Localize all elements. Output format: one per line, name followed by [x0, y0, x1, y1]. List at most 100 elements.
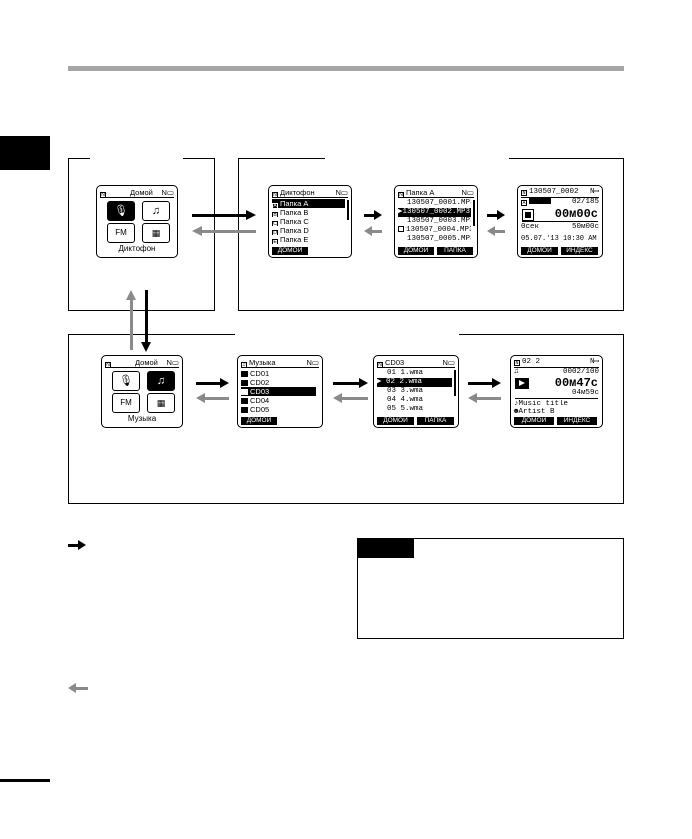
song-title-row: ♪Music title — [514, 400, 569, 408]
scrollbar[interactable] — [347, 200, 349, 220]
counter-row: ♫ 0002/100 — [514, 368, 599, 377]
list-item[interactable]: CD04 — [241, 396, 316, 405]
back-arrow — [372, 230, 382, 233]
folder-softkey[interactable]: ПАПКА — [437, 247, 473, 255]
list-item[interactable]: 05 5.wma — [387, 405, 424, 413]
back-arrow — [495, 230, 505, 233]
legend-forward-arrow-head — [78, 540, 86, 550]
list-item[interactable]: CD03 — [241, 387, 316, 396]
file-counter: 02/185 — [571, 198, 599, 206]
calendar-icon[interactable]: ▦ — [147, 393, 175, 413]
index-softkey[interactable]: ИНДЕКС — [557, 417, 597, 425]
microphone-icon[interactable]: 🎙 — [112, 371, 140, 391]
list-item[interactable]: 130507_0003.MP3 — [407, 217, 471, 225]
battery-icon: N▭ — [306, 358, 319, 367]
fm-icon[interactable]: FM — [112, 393, 140, 413]
list-item[interactable]: 130507_0001.MP3 — [407, 199, 471, 207]
home-softkey[interactable]: ДОМОЙ — [241, 417, 277, 425]
back-arrow — [342, 397, 368, 400]
back-arrow — [205, 397, 229, 400]
home-screen-music: N Домой N▭ 🎙 ♫ FM ▦ Музыка — [101, 355, 183, 428]
n-icon: N — [100, 192, 106, 198]
fm-icon[interactable]: FM — [107, 223, 135, 243]
elapsed-time: 00м00с — [554, 207, 598, 221]
battery-icon: N▭ — [335, 188, 348, 197]
scrollbar[interactable] — [454, 370, 456, 396]
music-icon[interactable]: ♫ — [142, 201, 170, 221]
scrollbar[interactable] — [473, 200, 475, 226]
list-item[interactable]: ▶130507_0002.MP3 — [398, 208, 471, 217]
home-softkey[interactable]: ДОМОЙ — [521, 247, 558, 255]
up-arrow — [130, 298, 133, 350]
list-item[interactable]: ▶ 02 2.wma — [377, 378, 452, 387]
n-icon: N — [377, 362, 383, 368]
screen-title: Диктофон — [280, 188, 315, 197]
list-item[interactable]: CD01 — [241, 369, 316, 378]
microphone-icon[interactable]: 🎙 — [107, 201, 135, 221]
list-item[interactable]: 130507_0004.MP3 — [398, 226, 471, 235]
top-rule — [68, 66, 624, 71]
note-box — [357, 538, 624, 639]
music-icon[interactable]: ♫ — [147, 371, 175, 391]
artist-row: ☻Artist B — [514, 408, 555, 416]
elapsed-time: 00м47с — [554, 376, 598, 390]
forward-arrow-head — [220, 378, 229, 388]
home-caption: Музыка — [127, 414, 157, 423]
list-item[interactable]: 130507_0005.MP3 — [407, 235, 471, 243]
screen-title: Папка A — [406, 188, 435, 197]
forward-arrow — [333, 382, 359, 385]
n-icon: N — [514, 360, 520, 366]
list-item[interactable]: CD02 — [241, 378, 316, 387]
song-icon: ♪ — [514, 400, 519, 408]
recording-date: 05.07.'13 10:30 AM — [521, 235, 597, 243]
home-title: Домой — [130, 188, 153, 197]
file-title: 130507_0002 — [529, 188, 579, 196]
list-item[interactable]: 04 4.wma — [387, 396, 424, 404]
list-item[interactable]: 03 3.wma — [387, 387, 424, 395]
forward-arrow-head — [359, 378, 368, 388]
list-item[interactable]: CD05 — [241, 405, 316, 414]
legend-back-arrow-head — [68, 683, 76, 693]
down-arrow-head — [141, 342, 151, 352]
list-item[interactable]: 01 1.wma — [387, 369, 424, 377]
index-softkey[interactable]: ИНДЕКС — [561, 247, 598, 255]
home-softkey[interactable]: ДОМОЙ — [398, 247, 434, 255]
play-icon — [515, 378, 529, 389]
battery-icon: N▭ — [589, 358, 599, 366]
back-arrow-head — [468, 393, 477, 403]
calendar-icon[interactable]: ▦ — [142, 223, 170, 243]
home-title: Домой — [135, 358, 158, 367]
n-icon: N — [272, 192, 278, 198]
back-arrow-head — [192, 226, 202, 236]
legend-forward-arrow — [68, 544, 80, 547]
artist-icon: ☻ — [514, 408, 519, 416]
folder-softkey[interactable]: ПАПКА — [417, 417, 454, 425]
music-folder-screen: ♫Музыка N▭ CD01 CD02 CD03 CD04 CD05 ДОМО… — [237, 355, 323, 428]
screen-title: CD03 — [385, 358, 405, 367]
home-softkey[interactable]: ДОМОЙ — [377, 417, 414, 425]
note-tag — [358, 539, 414, 558]
battery-icon: N▭ — [161, 188, 174, 197]
counter-row: A 02/185 — [521, 198, 599, 207]
progress-bar — [515, 398, 598, 399]
back-arrow — [477, 397, 501, 400]
home-softkey[interactable]: ДОМОЙ — [514, 417, 554, 425]
home-caption: Диктофон — [118, 244, 156, 253]
total-time: 04м59с — [571, 389, 599, 397]
forward-arrow — [487, 214, 497, 217]
bottom-rule — [0, 779, 50, 782]
screen-title: Музыка — [249, 358, 276, 367]
battery-icon: N▭ — [461, 188, 474, 197]
down-arrow — [145, 290, 148, 342]
back-arrow-head — [196, 393, 205, 403]
home-softkey[interactable]: ДОМОЙ — [272, 247, 308, 255]
